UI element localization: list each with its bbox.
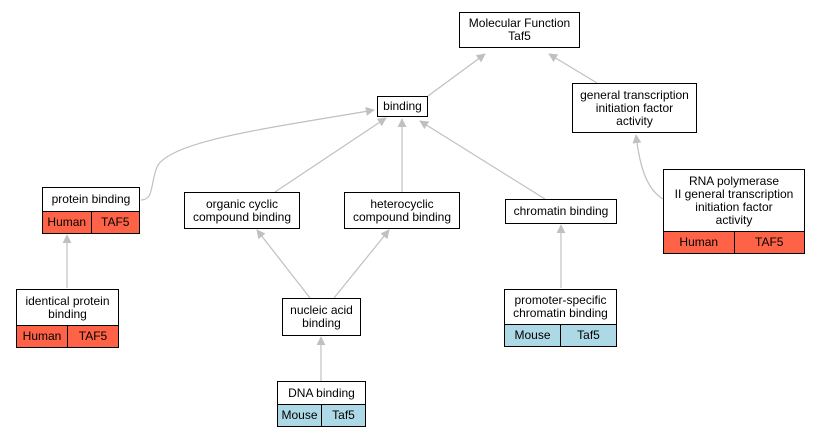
gene-cell: Taf5 [321,405,365,426]
species-cell: Mouse [281,408,318,422]
annotation-row: Mouse Taf5 [505,324,616,346]
node-nucleic-acid[interactable]: nucleic acid binding [282,298,361,336]
node-dna-binding[interactable]: DNA binding Mouse Taf5 [277,381,366,427]
gene-cell: Taf5 [560,325,616,346]
species-cell: Mouse [514,328,551,342]
node-label: general transcription initiation factor … [580,87,689,128]
node-label: organic cyclic compound binding [192,196,292,224]
gene-cell: TAF5 [67,326,118,347]
node-label: protein binding [51,192,131,206]
species-cell: Human [22,329,62,343]
annotation-row: Human TAF5 [664,231,804,253]
species-cell: Human [47,215,87,229]
node-label: DNA binding [288,385,355,400]
species-cell: Human [679,235,719,249]
node-heterocyclic[interactable]: heterocyclic compound binding [344,192,460,229]
edge-nucleic-acid-to-heterocyclic [333,229,390,299]
node-identical-protein[interactable]: identical protein binding Human TAF5 [16,289,119,348]
edge-gtif-to-molecular-function [548,53,598,84]
node-label: RNA polymerase II general transcription … [674,173,794,227]
edge-nucleic-acid-to-organic-cyclic [256,229,311,299]
node-chromatin-binding[interactable]: chromatin binding [505,199,617,224]
node-binding[interactable]: binding [377,96,428,117]
edge-protein-binding-to-binding [140,106,375,201]
node-label: promoter-specific chromatin binding [513,293,608,320]
edge-chromatin-to-binding [419,120,546,200]
edge-organic-cyclic-to-binding [274,117,387,193]
node-gtif-activity[interactable]: general transcription initiation factor … [572,83,697,133]
node-label: heterocyclic compound binding [352,196,452,224]
edge-rna-pol2-to-gtif [632,134,664,200]
node-rna-pol2-gtif[interactable]: RNA polymerase II general transcription … [663,169,805,254]
node-label: Molecular Function Taf5 [468,16,571,43]
annotation-row: Human TAF5 [43,211,139,233]
annotation-row: Human TAF5 [17,325,118,347]
gene-cell: TAF5 [90,212,140,233]
node-label: chromatin binding [513,204,609,218]
annotation-row: Mouse Taf5 [278,404,365,426]
node-label: identical protein binding [25,293,110,321]
gene-cell: TAF5 [733,232,805,253]
node-protein-binding[interactable]: protein binding Human TAF5 [42,187,140,234]
edge-binding-to-molecular-function [427,53,486,97]
node-promoter-chromatin[interactable]: promoter-specific chromatin binding Mous… [504,289,617,347]
node-label: binding [383,99,422,113]
node-organic-cyclic[interactable]: organic cyclic compound binding [184,192,300,229]
node-label: nucleic acid binding [290,303,353,330]
node-molecular-function[interactable]: Molecular Function Taf5 [459,12,580,48]
